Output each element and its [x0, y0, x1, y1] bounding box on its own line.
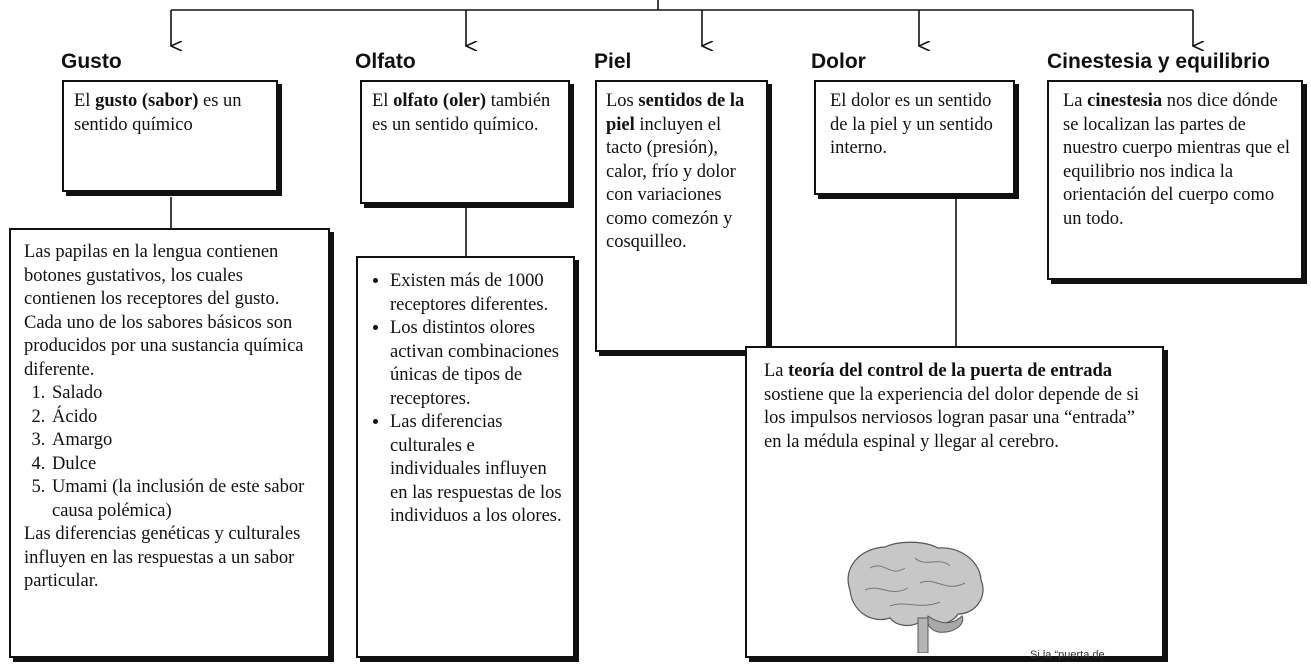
- olfato-box-text-pre: El: [372, 91, 394, 111]
- olfato-box-text-post: también es un sentido químico.: [372, 91, 551, 135]
- heading-cinestesia: Cinestesia y equilibrio: [1047, 50, 1270, 73]
- piel-box-text-post: incluyen el tacto (presión), calor, frío…: [606, 114, 736, 253]
- basic-tastes-list: Salado Ácido Amargo Dulce Umami (la incl…: [24, 382, 316, 523]
- taste-item: Salado: [50, 382, 316, 406]
- dolor-box-text: El dolor es un sentido de la piel y un s…: [830, 91, 993, 158]
- dolor-detail-box: La teoría del control de la puerta de en…: [745, 346, 1164, 661]
- olfato-bullet: Existen más de 1000 receptores diferente…: [390, 270, 563, 317]
- dolor-detail-text-post: sostiene que la experiencia del dolor de…: [764, 384, 1139, 452]
- dolor-box: El dolor es un sentido de la piel y un s…: [814, 80, 1015, 195]
- gate-control-theory-term: teoría del control de la puerta de entra…: [788, 361, 1113, 381]
- cinestesia-box-text-post: nos dice dónde se localizan las partes d…: [1063, 91, 1291, 229]
- olfato-bullet-list: Existen más de 1000 receptores diferente…: [368, 270, 563, 529]
- piel-box-text-pre: Los: [606, 91, 639, 111]
- cinestesia-box: La cinestesia nos dice dónde se localiza…: [1047, 80, 1303, 280]
- piel-box-term: sentidos de la piel: [606, 91, 745, 135]
- gusto-detail-intro: Las papilas en la lengua contienen boton…: [24, 242, 304, 380]
- gusto-detail-box: Las papilas en la lengua contienen boton…: [9, 228, 330, 658]
- gusto-box-text-post: es un sentido químico: [74, 91, 242, 135]
- olfato-bullet: Las diferencias culturales e individuale…: [390, 411, 563, 529]
- olfato-bullet: Los distintos olores activan combinacion…: [390, 317, 563, 411]
- olfato-box-term: olfato (oler): [393, 91, 487, 111]
- olfato-box: El olfato (oler) también es un sentido q…: [360, 80, 570, 204]
- brain-illustration: [847, 541, 984, 653]
- gusto-box-term: gusto (sabor): [95, 91, 199, 111]
- taste-item: Umami (la inclusión de este sabor causa …: [50, 476, 316, 523]
- taste-item: Dulce: [50, 453, 316, 477]
- gusto-box-text-pre: El: [74, 91, 96, 111]
- cinestesia-term: cinestesia: [1087, 91, 1163, 111]
- figure-caption: Si la “puerta de: [1030, 649, 1105, 661]
- gusto-box: El gusto (sabor) es un sentido químico: [62, 80, 278, 192]
- gusto-detail-outro: Las diferencias genéticas y culturales i…: [24, 524, 301, 591]
- cinestesia-box-text-pre: La: [1063, 91, 1088, 111]
- olfato-detail-box: Existen más de 1000 receptores diferente…: [356, 256, 575, 658]
- heading-piel: Piel: [594, 50, 632, 73]
- taste-item: Ácido: [50, 406, 316, 430]
- heading-olfato: Olfato: [355, 50, 416, 73]
- dolor-detail-text-pre: La: [764, 361, 789, 381]
- heading-dolor: Dolor: [811, 50, 866, 73]
- piel-box: Los sentidos de la piel incluyen el tact…: [595, 80, 768, 352]
- taste-item: Amargo: [50, 429, 316, 453]
- heading-gusto: Gusto: [61, 50, 122, 73]
